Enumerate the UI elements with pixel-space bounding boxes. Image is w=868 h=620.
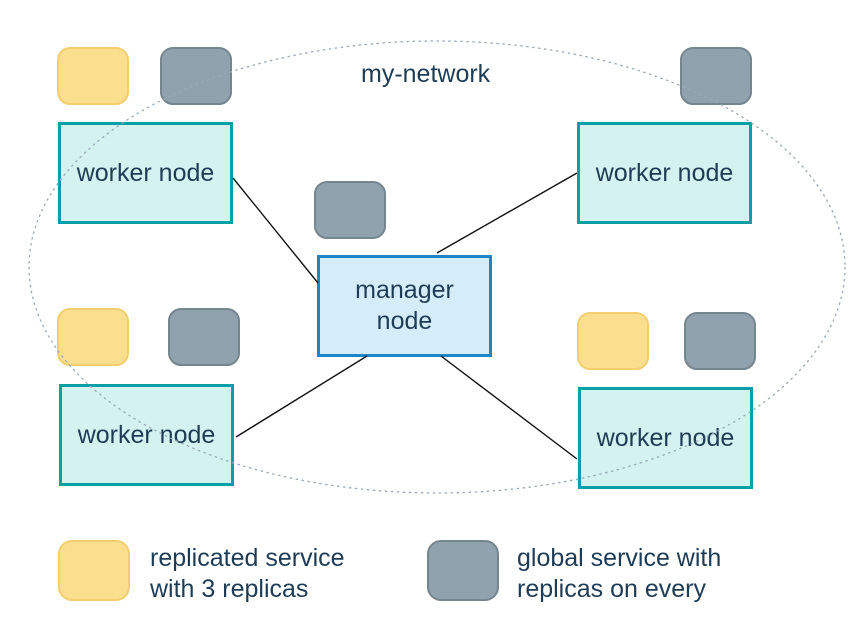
connection-line-manager-worker-tr: [436, 172, 578, 254]
legend-global-line2: replicas on every: [517, 575, 706, 603]
network-label: my-network: [361, 60, 491, 88]
connection-line-manager-worker-tl: [232, 177, 319, 284]
manager-node-box: manager node: [317, 255, 492, 357]
global-service-square: [160, 47, 232, 105]
legend-global-service-square: [427, 540, 499, 601]
connection-line-manager-worker-br: [440, 355, 578, 460]
global-service-square: [680, 47, 752, 105]
replicated-service-square: [57, 308, 129, 366]
manager-node-label-line1: manager: [355, 276, 454, 304]
connection-line-manager-worker-bl: [235, 355, 368, 438]
worker-node-box-top-left: worker node: [58, 122, 233, 224]
legend-replicated-service-label: replicated service with 3 replicas: [150, 543, 345, 605]
global-service-square: [684, 312, 756, 370]
legend-replicated-line2: with 3 replicas: [150, 575, 309, 603]
worker-node-label: worker node: [595, 158, 734, 187]
replicated-service-square: [57, 47, 129, 105]
worker-node-label: worker node: [77, 420, 216, 449]
legend-replicated-line1: replicated service: [150, 544, 345, 572]
legend-global-service-label: global service with replicas on every: [517, 543, 721, 605]
legend-global-line1: global service with: [517, 544, 722, 572]
manager-node-label: manager node: [355, 275, 454, 337]
global-service-square: [168, 308, 240, 366]
replicated-service-square: [577, 312, 649, 370]
legend-replicated-service-square: [58, 540, 130, 601]
worker-node-label: worker node: [596, 423, 735, 452]
worker-node-label: worker node: [76, 158, 215, 187]
manager-node-label-line2: node: [376, 307, 433, 335]
worker-node-box-top-right: worker node: [577, 122, 752, 224]
global-service-square: [314, 181, 386, 239]
worker-node-box-bottom-left: worker node: [59, 384, 234, 486]
worker-node-box-bottom-right: worker node: [578, 387, 753, 489]
